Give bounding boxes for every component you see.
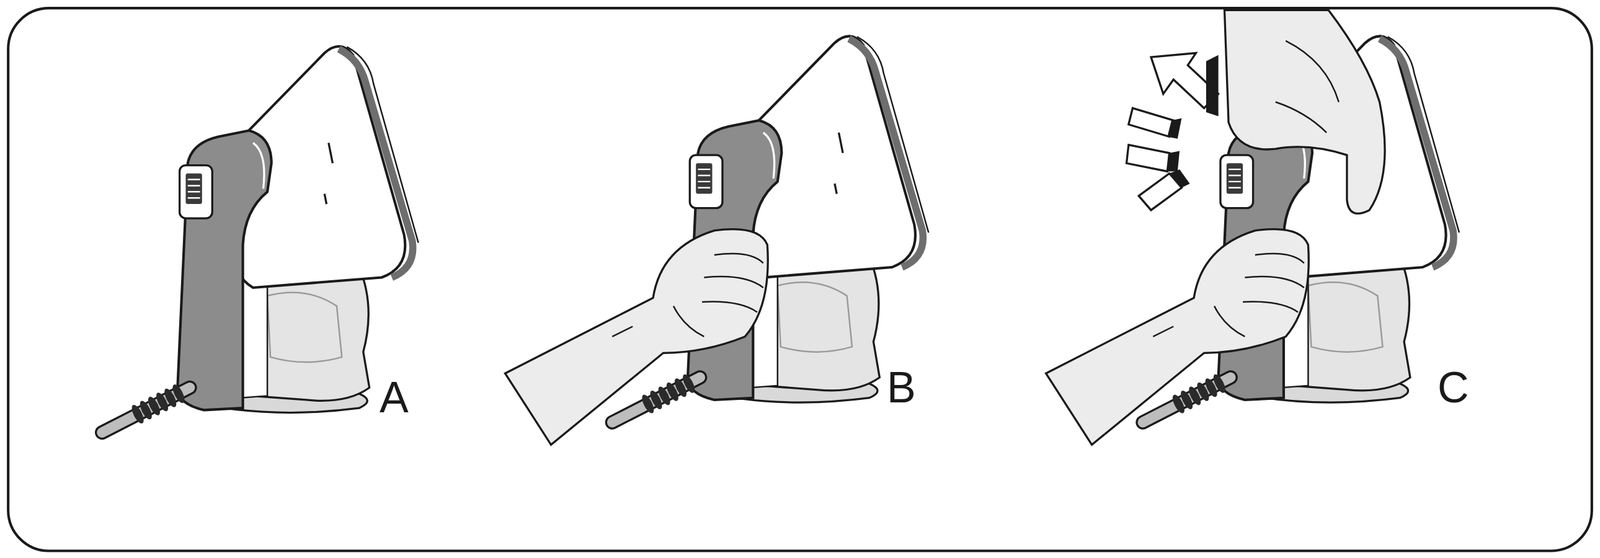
panel-letter: C (1437, 365, 1470, 410)
panel-letter: A (379, 375, 409, 420)
panel-letter: B (886, 365, 916, 410)
